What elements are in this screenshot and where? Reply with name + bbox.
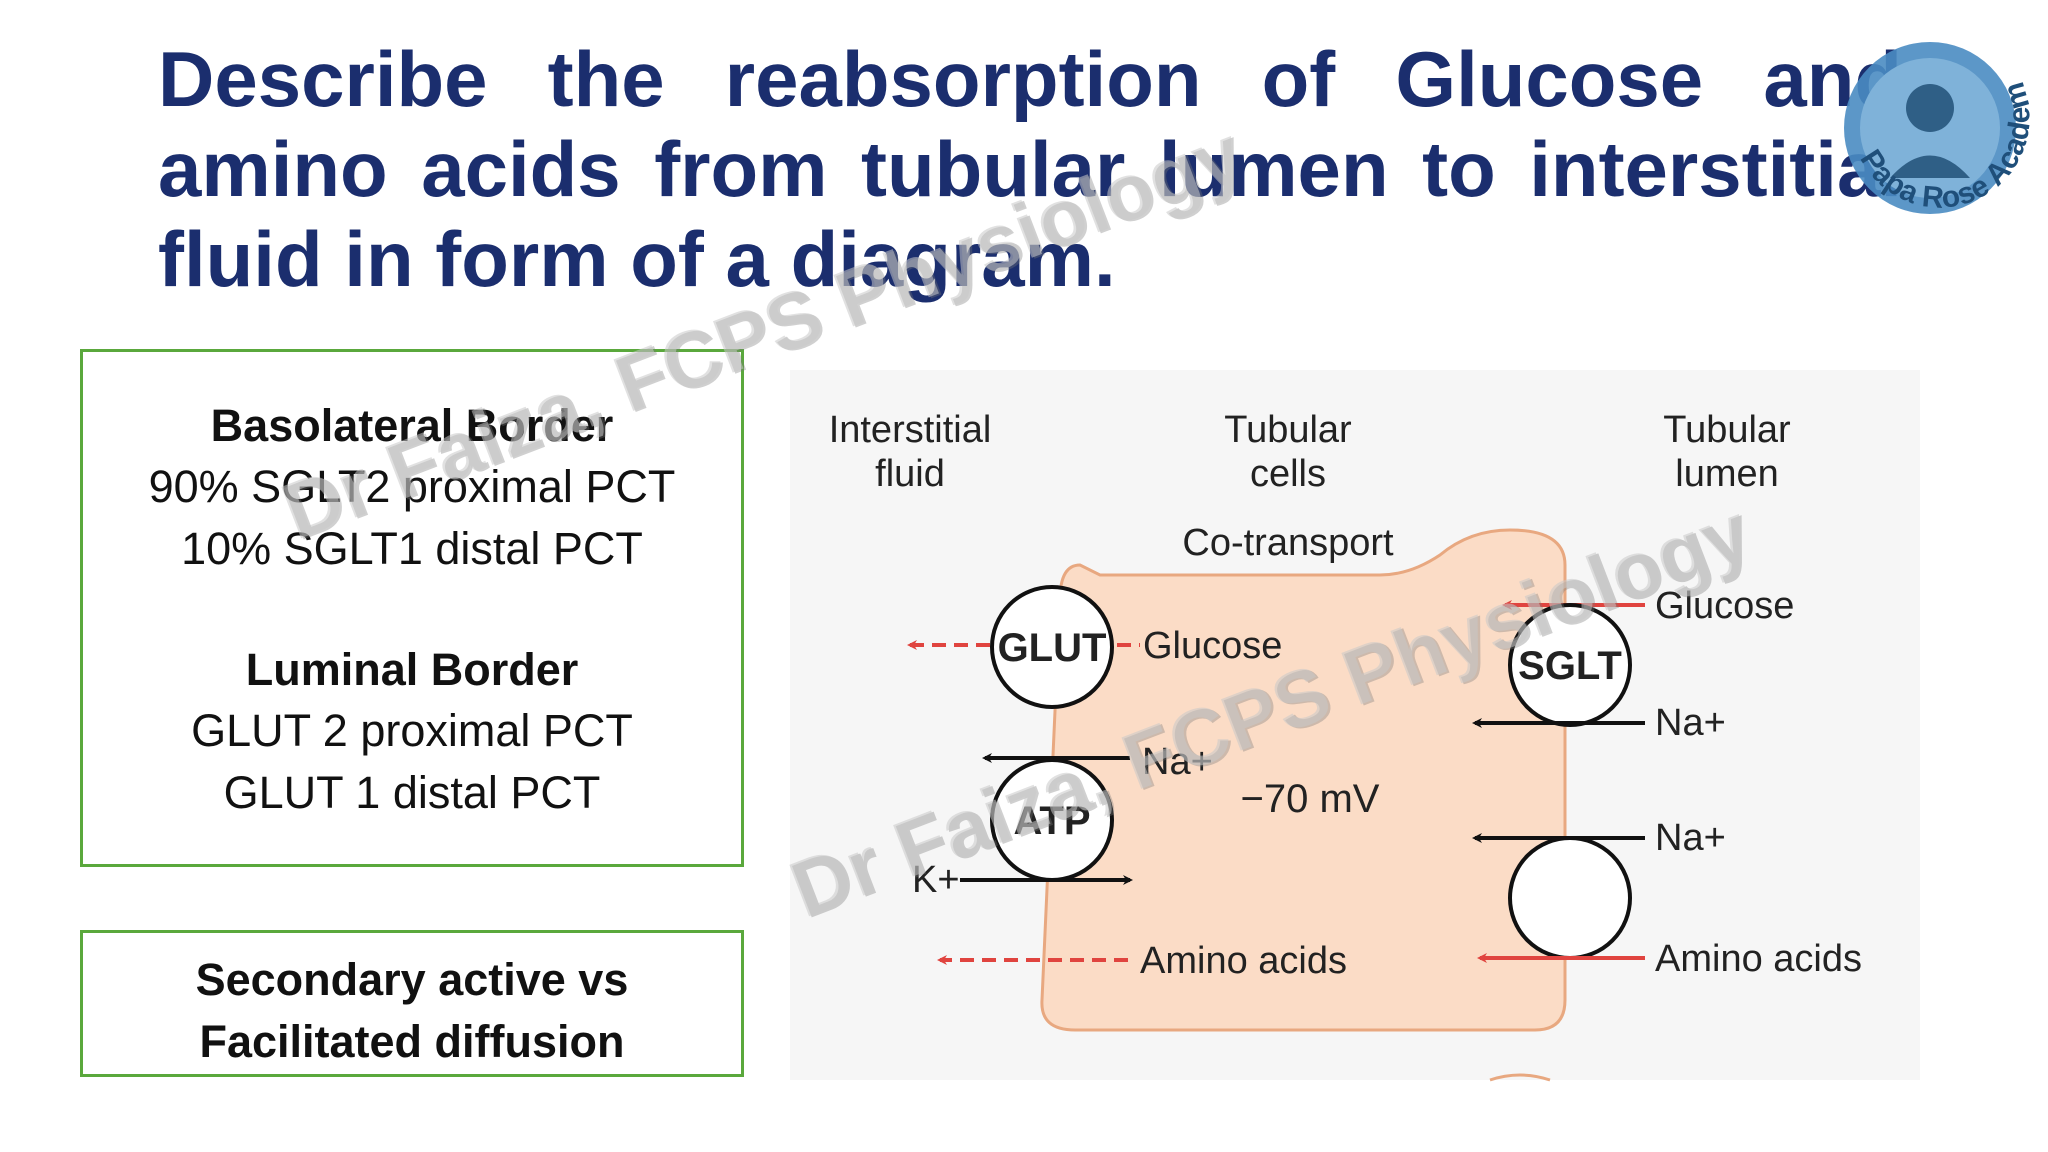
page-title: Describe the reabsorption of Glucose and… [158,35,1902,303]
lumen-label-2: lumen [1675,453,1779,495]
tubular-cell [1040,528,1567,1032]
basolateral-heading: Basolateral Border [210,400,614,451]
sglt-label: SGLT [1518,644,1622,688]
na-amino-label: Na+ [1655,817,1726,859]
glut-transporter [990,585,1114,709]
transport-type-box: Secondary active vs Facilitated diffusio… [80,930,744,1077]
amino-cell-label: Amino acids [1140,940,1347,982]
amino-cotransporter [1508,836,1632,960]
glut-label: GLUT [998,626,1107,670]
luminal-line-1: GLUT 2 proximal PCT [191,705,633,756]
glucose-lumen-label: Glucose [1655,585,1794,627]
atp-label: ATP [1013,799,1090,843]
na-pump-label: Na+ [1142,741,1213,783]
transport-type-line-1: Secondary active vs [195,954,629,1005]
cotransport-label: Co-transport [1182,522,1394,564]
luminal-heading: Luminal Border [245,644,579,695]
lumen-label-1: Tubular [1663,409,1791,451]
k-label: K+ [912,859,960,901]
cells-label-2: cells [1250,453,1326,495]
interstitial-label-2: fluid [875,453,945,495]
cells-label-1: Tubular [1224,409,1352,451]
basolateral-line-2: 10% SGLT1 distal PCT [181,523,643,574]
luminal-line-2: GLUT 1 distal PCT [223,767,601,818]
glucose-cell-label: Glucose [1143,625,1282,667]
transport-type-line-2: Facilitated diffusion [199,1016,625,1067]
cell-bottom-edge [1489,1073,1551,1082]
basolateral-line-1: 90% SGLT2 proximal PCT [148,461,676,512]
na-sglt-label: Na+ [1655,702,1726,744]
transporter-info-box: Basolateral Border 90% SGLT2 proximal PC… [80,349,744,867]
amino-lumen-label: Amino acids [1655,938,1862,980]
interstitial-label-1: Interstitial [829,409,992,451]
membrane-voltage: −70 mV [1241,777,1380,821]
academy-logo-icon: Papa Rose Academics [1820,18,2037,215]
